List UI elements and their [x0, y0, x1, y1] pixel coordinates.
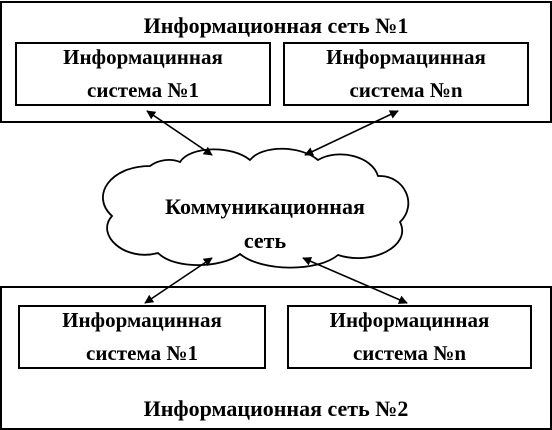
network-2-system-1-box: Информацинная система №1 [18, 305, 266, 369]
network-2-title: Информационная сеть №2 [143, 396, 409, 421]
arrow-n1-sn-to-cloud [304, 110, 399, 156]
network-2-system-1-line1: Информацинная [62, 308, 222, 332]
network-1-system-1-label: Информацинная система №1 [63, 41, 223, 107]
communication-cloud [102, 147, 410, 269]
network-2-system-n-label: Информацинная система №n [330, 304, 490, 370]
network-1-system-n-box: Информацинная система №n [283, 42, 529, 106]
arrow-cloud-to-n2-sn [302, 257, 408, 304]
network-2-system-n-box: Информацинная система №n [287, 305, 532, 369]
network-1-title: Информационная сеть №1 [143, 13, 409, 38]
cloud-label-line1: Коммуникационная [165, 194, 365, 219]
arrow-cloud-to-n2-s1 [144, 257, 213, 304]
arrow-n1-s1-to-cloud [146, 110, 213, 156]
network-2-system-n-line1: Информацинная [329, 308, 490, 332]
network-1-system-1-box: Информацинная система №1 [15, 42, 271, 106]
network-1-system-n-line1: Информацинная [326, 45, 486, 69]
network-2-system-1-line2: система №1 [86, 341, 198, 365]
network-1-system-1-line1: Информацинная [63, 45, 223, 69]
network-2-system-n-line2: система №n [352, 341, 467, 365]
network-1-system-1-line2: система №1 [87, 78, 199, 102]
network-1-system-n-label: Информацинная система №n [326, 41, 486, 107]
cloud-label: Коммуникационная сеть [120, 190, 410, 258]
cloud-label-line2: сеть [243, 228, 287, 253]
network-2-system-1-label: Информацинная система №1 [62, 304, 222, 370]
network-1-system-n-line2: система №n [349, 78, 463, 102]
